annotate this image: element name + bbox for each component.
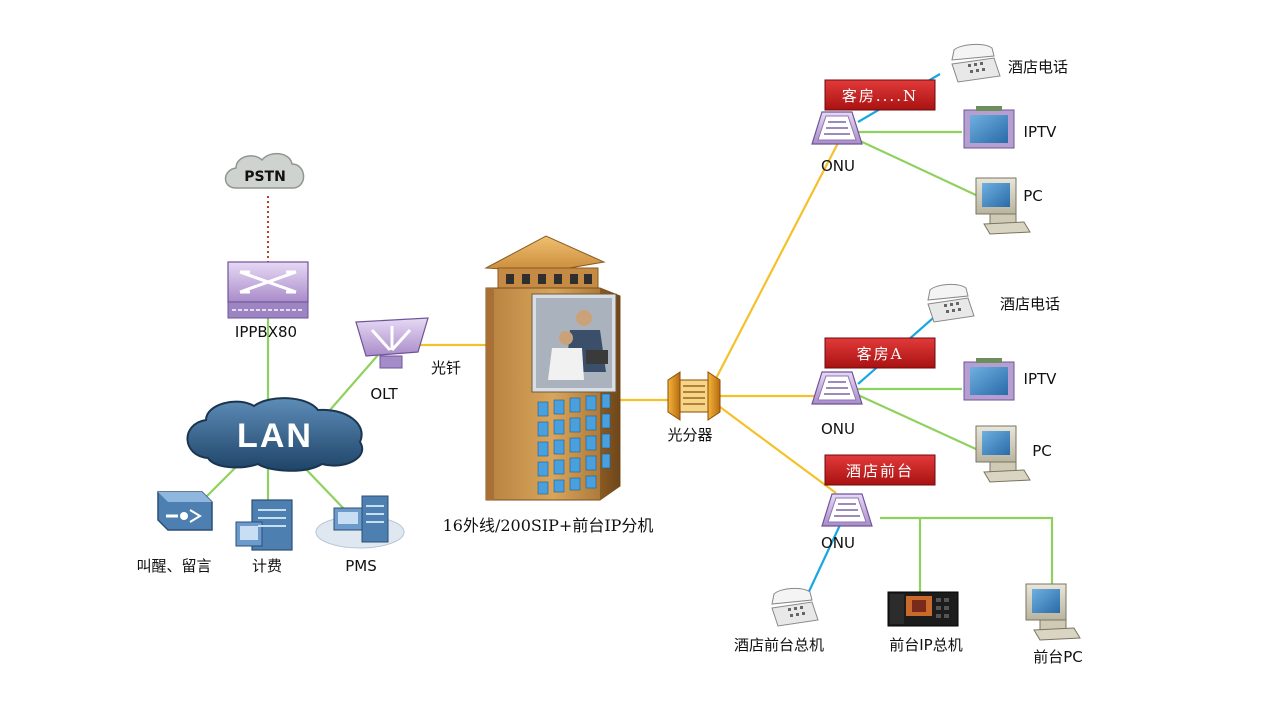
onu-bottom-pc-link [880,516,1054,590]
room-a-banner: 客房A [824,337,936,369]
iptv-top-label: IPTV [1024,123,1058,141]
pc-mid-label: PC [1032,442,1052,460]
onu-device-bottom [821,493,873,527]
front-desk-banner: 酒店前台 [824,454,936,486]
phone-mid-label: 酒店电话 [1000,295,1060,313]
phone-top-label: 酒店电话 [1008,58,1068,76]
pstn-cloud: PSTN [224,152,305,189]
fiber-label: 光钎 [431,359,461,377]
lan-label: LAN [237,417,313,455]
building-windows [537,393,611,495]
phone-icon-top [951,43,1001,83]
front-ip-label: 前台IP总机 [889,636,962,654]
olt-device [355,317,429,369]
onu-device-top [811,111,863,145]
iptv-mid-label: IPTV [1024,370,1058,388]
olt-label: OLT [370,385,398,403]
iptv-icon-mid [963,358,1015,401]
onu-top-pc-link [857,139,979,197]
pstn-label: PSTN [244,169,286,185]
room-a-label: 客房A [857,345,904,363]
building-caption: 16外线/200SIP+前台IP分机 [443,516,654,535]
wakeup-server-icon [157,491,213,531]
onu-bottom-phone-link [804,524,841,601]
optical-splitter [667,371,721,421]
front-desk-label: 酒店前台 [846,462,914,480]
pc-icon-mid [975,425,1031,483]
pc-icon-front [1025,583,1081,641]
ippbx-device [227,261,309,319]
pms-label: PMS [345,557,377,575]
onu-device-mid [811,371,863,405]
onu-mid-pc-link [857,394,979,451]
front-phone-label: 酒店前台总机 [734,636,824,654]
wakeup-label: 叫醒、留言 [136,557,211,575]
splitter-label: 光分器 [667,426,712,444]
hotel-building [484,235,621,501]
pms-server-icon [315,495,405,549]
phone-icon-front [771,587,819,627]
billing-label: 计费 [252,557,282,575]
room-n-label: 客房....N [842,87,918,105]
onu-bottom-label: ONU [821,534,855,552]
front-pc-label: 前台PC [1033,648,1083,666]
onu-top-label: ONU [821,157,855,175]
lan-olt-link [329,354,379,411]
splitter-onu-top-fiber [709,142,839,391]
iptv-icon-top [963,106,1015,149]
lan-pms-link [299,462,346,511]
pc-icon-top [975,177,1031,235]
pc-top-label: PC [1023,187,1043,205]
ip-phone-icon [887,591,959,627]
ippbx-label: IPPBX80 [235,323,297,341]
billing-server-icon [235,499,293,551]
splitter-onu-bottom-fiber [715,403,837,494]
room-n-banner: 客房....N [824,79,936,111]
phone-icon-mid [927,283,975,323]
onu-mid-label: ONU [821,420,855,438]
lan-cloud: LAN [186,397,364,472]
